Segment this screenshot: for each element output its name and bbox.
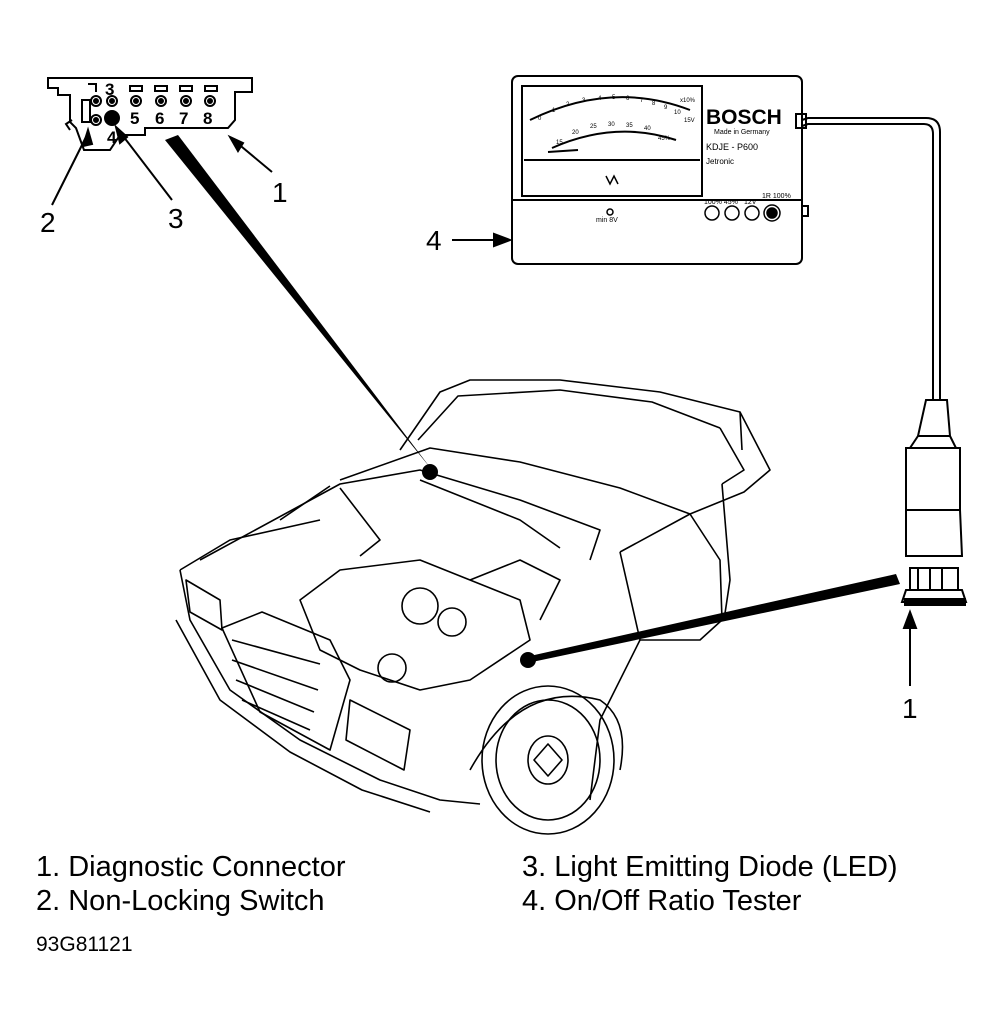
legend-left: 1. Diagnostic Connector 2. Non-Locking S… [36, 850, 346, 918]
tester-buttons [606, 204, 781, 222]
callout-1-label-top: 1 [272, 177, 288, 208]
connector-pin-labels: 3 4 5 6 7 8 [105, 80, 212, 147]
pin-3-label: 3 [105, 80, 114, 99]
scale-top-1: 1 [552, 108, 556, 114]
scale-top-2: 2 [566, 102, 570, 108]
connector-location-dot [422, 464, 438, 480]
car-illustration [175, 379, 771, 835]
scale-bottom-2: 25 [590, 124, 597, 130]
callout-3-label: 3 [168, 203, 184, 234]
scale-top-4: 4 [598, 96, 602, 102]
scale-top-9: 9 [664, 105, 668, 111]
tester-button-label-3: 1R 100% [762, 193, 791, 200]
scale-bottom-6: 45% [658, 136, 671, 142]
scale-top-7: 7 [640, 98, 644, 104]
scale-top-5: 5 [612, 95, 616, 101]
connector-leader-line [165, 135, 432, 470]
diagnostic-diagram: 3 4 5 6 7 8 2 3 1 0 1 2 3 4 5 6 [40, 75, 968, 835]
scale-bottom-3: 30 [608, 122, 615, 128]
tester-name: Jetronic [706, 157, 734, 166]
pin-6-label: 6 [155, 109, 164, 128]
scale-bottom-0: 15 [556, 140, 563, 146]
tester-button-label-2: 12V [744, 199, 757, 206]
figure-id: 93G81121 [36, 933, 133, 956]
pin-7-label: 7 [179, 109, 188, 128]
tester-cable [795, 113, 968, 603]
plug-location-dot [520, 652, 536, 668]
callout-2-label: 2 [40, 207, 56, 238]
scale-top-8: 8 [652, 101, 656, 107]
callout-arrow-connector-right [902, 609, 918, 686]
pin-5-label: 5 [130, 109, 139, 128]
scale-top-10: 10 [674, 110, 681, 116]
scale-top-unit: x10% [680, 98, 696, 104]
diagnostic-connector [47, 77, 253, 151]
on-off-ratio-tester [511, 75, 803, 265]
scale-top-6: 6 [626, 96, 630, 102]
legend-item-3: 3. Light Emitting Diode (LED) [522, 851, 898, 883]
tester-made-in: Made in Germany [714, 129, 770, 136]
meter-logo-icon [605, 174, 619, 186]
legend-right: 3. Light Emitting Diode (LED) 4. On/Off … [522, 850, 898, 918]
scale-bottom-1: 20 [572, 130, 579, 136]
tester-min-label: min 8V [596, 217, 618, 224]
scale-top-3: 3 [582, 98, 586, 104]
scale-bottom-5: 40 [644, 126, 651, 132]
scale-right-unit: 15V [684, 118, 695, 124]
legend-item-1: 1. Diagnostic Connector [36, 851, 346, 883]
callout-arrow-tester [452, 232, 513, 248]
callout-4-label: 4 [426, 225, 442, 256]
scale-top-0: 0 [538, 116, 542, 122]
legend-item-4: 4. On/Off Ratio Tester [522, 885, 802, 917]
diagnostic-plug [904, 598, 966, 606]
plug-leader-line [530, 574, 900, 662]
callout-arrows-connector [51, 124, 273, 206]
pin-4-label: 4 [107, 128, 117, 147]
tester-model: KDJE - P600 [706, 142, 758, 152]
meter-scale: 0 1 2 3 4 5 6 7 8 9 10 x10% 15V 15 20 25… [538, 95, 696, 146]
legend-item-2: 2. Non-Locking Switch [36, 885, 325, 917]
callout-1-label-right: 1 [902, 693, 918, 724]
pin-8-label: 8 [203, 109, 212, 128]
tester-button-label-1: 100% 45% [704, 199, 738, 206]
scale-bottom-4: 35 [626, 123, 633, 129]
tester-brand: BOSCH [706, 106, 782, 129]
led-indicator [104, 110, 120, 126]
